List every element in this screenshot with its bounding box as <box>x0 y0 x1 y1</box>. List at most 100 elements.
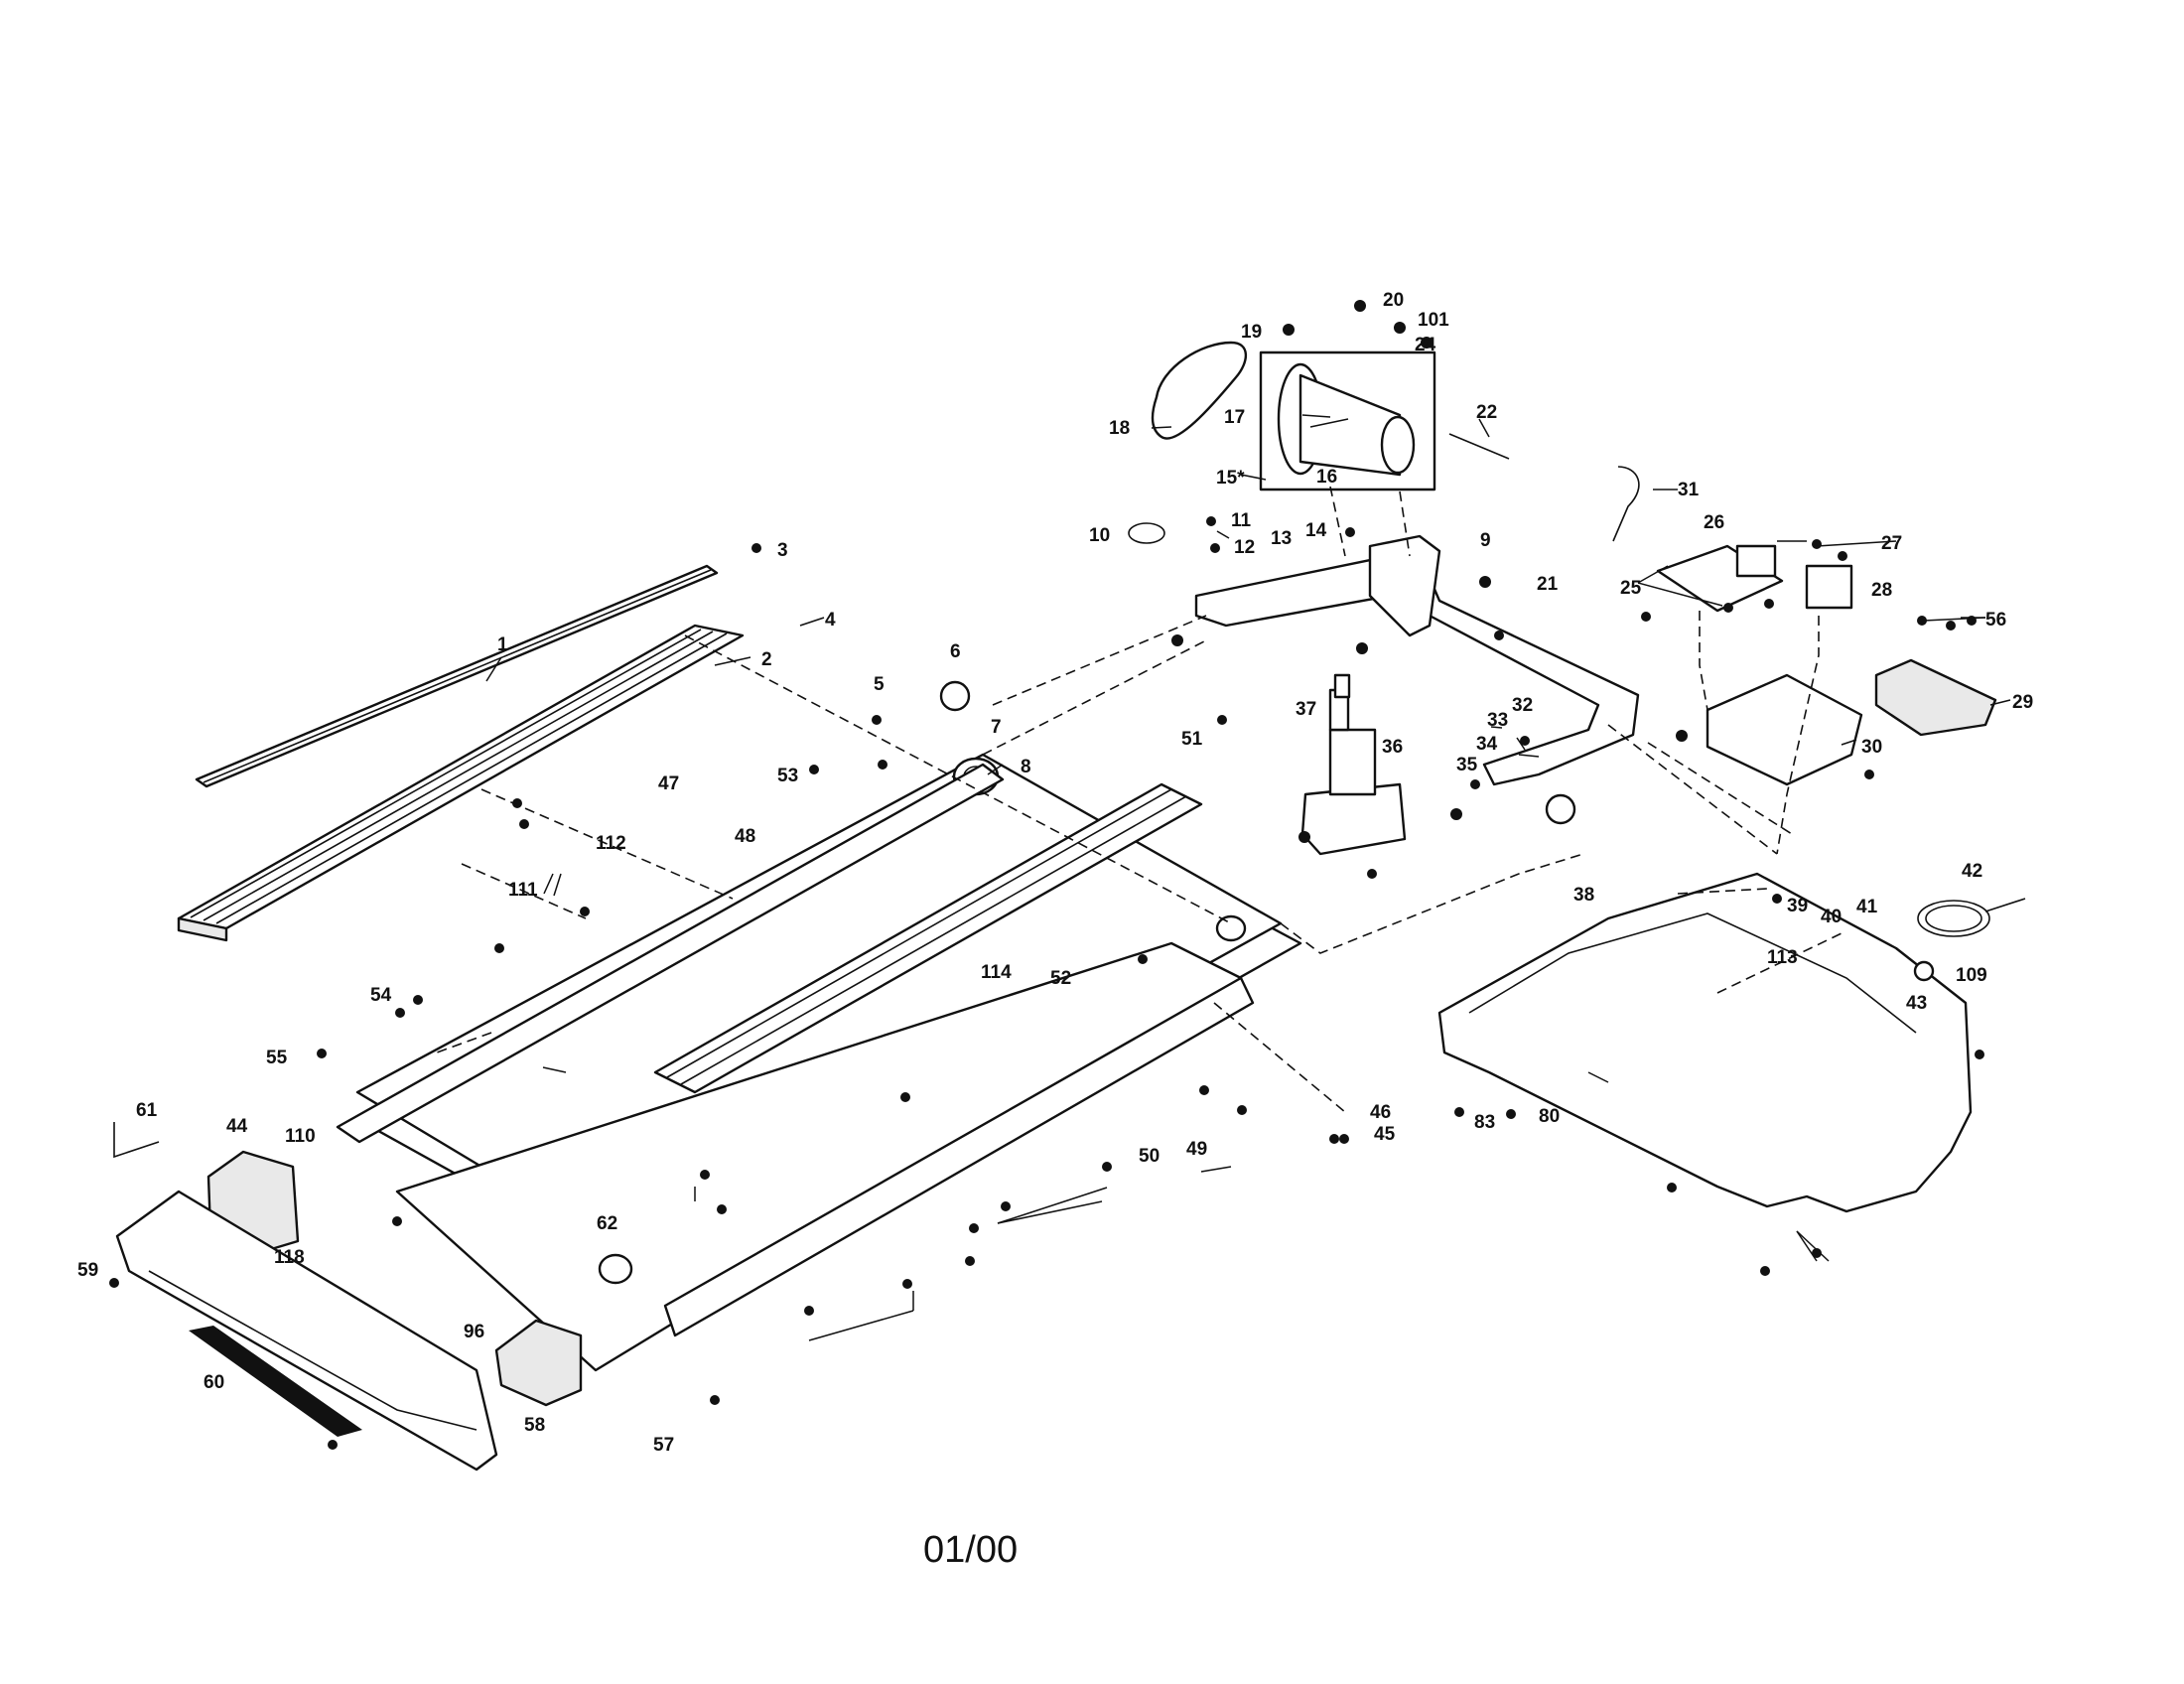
callout-26: 26 <box>1704 512 1724 533</box>
callout-15: 15* <box>1216 468 1245 489</box>
callout-29: 29 <box>2012 692 2033 713</box>
callout-9: 9 <box>1480 530 1491 551</box>
callout-36: 36 <box>1382 737 1403 758</box>
callout-44: 44 <box>226 1116 248 1137</box>
motor-cable-10 <box>1128 522 1165 544</box>
callout-30: 30 <box>1861 737 1882 758</box>
callout-59: 59 <box>77 1260 98 1281</box>
callout-32: 32 <box>1512 695 1533 716</box>
callout-25: 25 <box>1620 578 1642 599</box>
callout-3: 3 <box>777 540 788 561</box>
callout-45: 45 <box>1374 1124 1396 1145</box>
callout-38: 38 <box>1573 885 1594 906</box>
assembly-guide-lines <box>436 486 1843 1113</box>
callout-22: 22 <box>1476 402 1497 423</box>
filter-29 <box>1874 658 1997 737</box>
strain-relief-109 <box>1913 960 1935 982</box>
callout-21: 21 <box>1537 574 1559 595</box>
callout-17: 17 <box>1224 407 1245 428</box>
callout-19: 19 <box>1241 322 1262 343</box>
callout-58: 58 <box>524 1415 545 1436</box>
callout-12: 12 <box>1234 537 1255 558</box>
rail-1-left <box>195 564 719 788</box>
callout-57: 57 <box>653 1435 674 1456</box>
callout-35: 35 <box>1456 755 1478 775</box>
callout-2: 2 <box>761 649 772 670</box>
callout-6: 6 <box>950 641 961 662</box>
callout-50: 50 <box>1139 1146 1160 1167</box>
callout-16: 16 <box>1316 467 1337 488</box>
motor-box-15 <box>1259 351 1436 491</box>
callout-48: 48 <box>735 826 755 847</box>
wiring-31 <box>1612 466 1640 542</box>
callout-20: 20 <box>1383 290 1404 311</box>
callout-40: 40 <box>1821 907 1842 927</box>
callout-27: 27 <box>1881 533 1902 554</box>
callout-49: 49 <box>1186 1139 1207 1160</box>
callout-56: 56 <box>1985 610 2006 631</box>
callout-96: 96 <box>464 1322 484 1342</box>
callout-43: 43 <box>1906 993 1927 1014</box>
callout-53: 53 <box>777 766 798 786</box>
callout-42: 42 <box>1962 861 1982 882</box>
motor-bracket <box>1368 534 1441 637</box>
callout-61: 61 <box>136 1100 158 1121</box>
callout-13: 13 <box>1271 528 1292 549</box>
transformer-28 <box>1805 564 1853 610</box>
incline-bracket-37 <box>1333 673 1351 699</box>
callout-18: 18 <box>1109 418 1130 439</box>
callout-52: 52 <box>1050 968 1071 989</box>
motor-hood-38 <box>1437 872 1973 1213</box>
grip-strip-60 <box>189 1326 362 1437</box>
rear-endcap-58 <box>115 1190 498 1472</box>
callout-118: 118 <box>274 1247 305 1268</box>
wheel-6-front <box>939 680 1576 825</box>
callout-4: 4 <box>825 610 836 631</box>
callout-1: 1 <box>497 634 508 655</box>
callout-24: 24 <box>1415 335 1436 355</box>
callout-39: 39 <box>1787 896 1808 916</box>
callout-112: 112 <box>596 833 626 854</box>
callout-14: 14 <box>1305 520 1327 541</box>
callout-labels: 1 2 3 4 5 6 7 8 9 10 11 12 13 14 15* 16 … <box>77 290 2033 1456</box>
callout-54: 54 <box>370 985 392 1006</box>
callout-101: 101 <box>1418 310 1449 331</box>
callout-113: 113 <box>1767 947 1798 968</box>
callout-51: 51 <box>1181 729 1203 750</box>
callout-110: 110 <box>285 1126 316 1147</box>
side-rail-110 <box>336 763 1005 1144</box>
rail-2-right <box>653 782 1203 1094</box>
callout-34: 34 <box>1476 734 1498 755</box>
mount-plate-30 <box>1706 673 1863 786</box>
callout-109: 109 <box>1956 965 1987 986</box>
rear-roller-62 <box>598 914 1247 1285</box>
power-cord-42 <box>1917 898 2026 937</box>
callout-8: 8 <box>1021 757 1031 777</box>
callout-47: 47 <box>658 773 679 794</box>
incline-motor-36 <box>1300 688 1407 856</box>
callout-41: 41 <box>1856 897 1878 917</box>
callout-10: 10 <box>1089 525 1110 546</box>
allen-wrench-61 <box>113 1122 160 1159</box>
drive-belt-18 <box>1151 341 1248 440</box>
callout-5: 5 <box>874 674 885 695</box>
callout-60: 60 <box>204 1372 224 1393</box>
callout-114: 114 <box>981 962 1012 983</box>
callout-33: 33 <box>1487 710 1508 731</box>
callout-62: 62 <box>597 1213 617 1234</box>
callout-31: 31 <box>1678 480 1700 500</box>
side-rail-front <box>663 976 1255 1337</box>
revision-date: 01/00 <box>923 1529 1019 1571</box>
leader-lines <box>485 414 2011 1341</box>
callout-37: 37 <box>1296 699 1316 720</box>
callout-11: 11 <box>1231 510 1252 531</box>
callout-28: 28 <box>1871 580 1892 601</box>
callout-7: 7 <box>991 717 1002 738</box>
hardware-screws <box>109 300 1984 1450</box>
callout-46: 46 <box>1370 1102 1391 1123</box>
motor-bolt-22 <box>1448 433 1510 460</box>
rear-foot-96 <box>494 1319 583 1407</box>
callout-80: 80 <box>1539 1106 1560 1127</box>
